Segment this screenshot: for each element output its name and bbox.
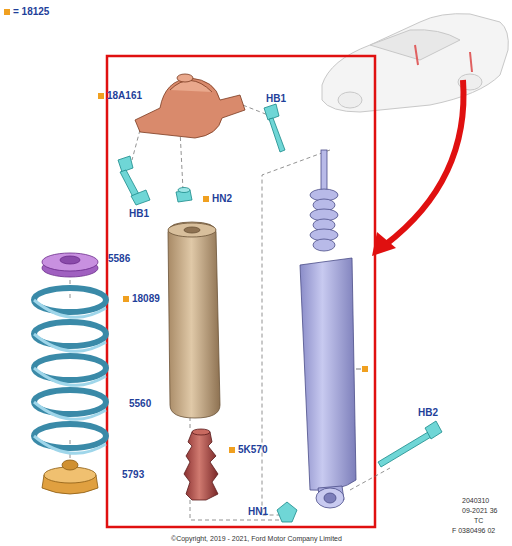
- part-marker: [356, 366, 368, 372]
- nut: [178, 188, 190, 193]
- upper-spring-seat: [42, 253, 98, 277]
- coil-spring: [34, 334, 106, 351]
- shock-absorber: [316, 488, 344, 508]
- part-marker: [362, 366, 368, 372]
- bolt: [131, 190, 150, 205]
- vehicle-outline: [338, 92, 362, 108]
- bolt: [264, 104, 279, 120]
- assembly-lines: [70, 100, 390, 520]
- vehicle-outline: [322, 14, 508, 112]
- bolt: [118, 104, 285, 205]
- coil-spring: [34, 368, 106, 385]
- bump-stop: [192, 429, 210, 435]
- locator-arrow: [385, 80, 464, 245]
- coil-spring: [34, 436, 106, 453]
- part-marker: [356, 369, 361, 370]
- legend-text: = 18125: [13, 6, 49, 17]
- top-mount: [135, 78, 245, 138]
- assembly-lines: [132, 130, 140, 160]
- callout-number: HB1: [129, 208, 149, 219]
- dust-boot: [168, 222, 220, 418]
- note-text: 2040310: [462, 497, 489, 505]
- callout-number: HB1: [266, 93, 286, 104]
- locator-arrow: [372, 80, 464, 256]
- callout-number: 18A161: [107, 90, 142, 101]
- bolt: [425, 421, 442, 439]
- nut: [176, 188, 192, 203]
- top-mount: [177, 74, 193, 82]
- lower-spring-seat: [62, 460, 78, 470]
- nut: [277, 502, 297, 522]
- vehicle-outline: [470, 52, 472, 72]
- coil-spring: [34, 300, 106, 317]
- top-mount: [170, 80, 212, 92]
- shock-absorber: [321, 150, 327, 190]
- vehicle-outline: [322, 14, 508, 112]
- coil-spring: [34, 402, 106, 419]
- vehicle-outline: [415, 45, 418, 65]
- lower-spring-seat: [42, 460, 98, 494]
- bolt: [378, 421, 442, 467]
- shock-absorber: [324, 493, 336, 503]
- callout-number: HN2: [212, 193, 232, 204]
- shock-absorber: [300, 258, 356, 490]
- note-text: TC: [474, 517, 483, 525]
- upper-spring-seat: [60, 256, 80, 264]
- callout-number: 5560: [129, 398, 151, 409]
- bump-stop: [184, 432, 218, 500]
- bolt: [378, 432, 431, 467]
- part-marker: [123, 296, 129, 302]
- note-text: ©Copyright, 2019 - 2021, Ford Motor Comp…: [171, 535, 342, 543]
- bolt: [118, 156, 133, 172]
- assembly-lines: [190, 500, 285, 520]
- part-marker: [203, 196, 209, 202]
- bump-stop: [184, 429, 218, 500]
- assembly-lines: [180, 130, 183, 190]
- shock-absorber: [313, 239, 335, 251]
- note-text: 09-2021 36: [462, 507, 497, 515]
- callout-number: 18089: [132, 293, 160, 304]
- callout-number: 5586: [108, 253, 130, 264]
- group-frame: [107, 56, 375, 527]
- callout-number: 5793: [122, 469, 144, 480]
- note-text: F 0380496 02: [452, 527, 495, 535]
- shock-absorber: [300, 150, 356, 508]
- nut: [277, 502, 297, 522]
- top-mount: [135, 74, 245, 138]
- legend-swatch: [4, 9, 10, 15]
- dust-boot: [168, 222, 220, 418]
- callout-number: HN1: [248, 506, 268, 517]
- bolt: [269, 118, 285, 152]
- upper-spring-seat: [42, 253, 98, 271]
- part-marker: [98, 93, 104, 99]
- vehicle-outline: [370, 30, 460, 60]
- dust-boot: [184, 227, 200, 233]
- dust-boot: [168, 223, 216, 237]
- shock-absorber: [310, 189, 338, 251]
- part-marker: [229, 447, 235, 453]
- callout-number: 5K570: [238, 444, 267, 455]
- coil-spring: [34, 288, 106, 453]
- callout-number: HB2: [418, 407, 438, 418]
